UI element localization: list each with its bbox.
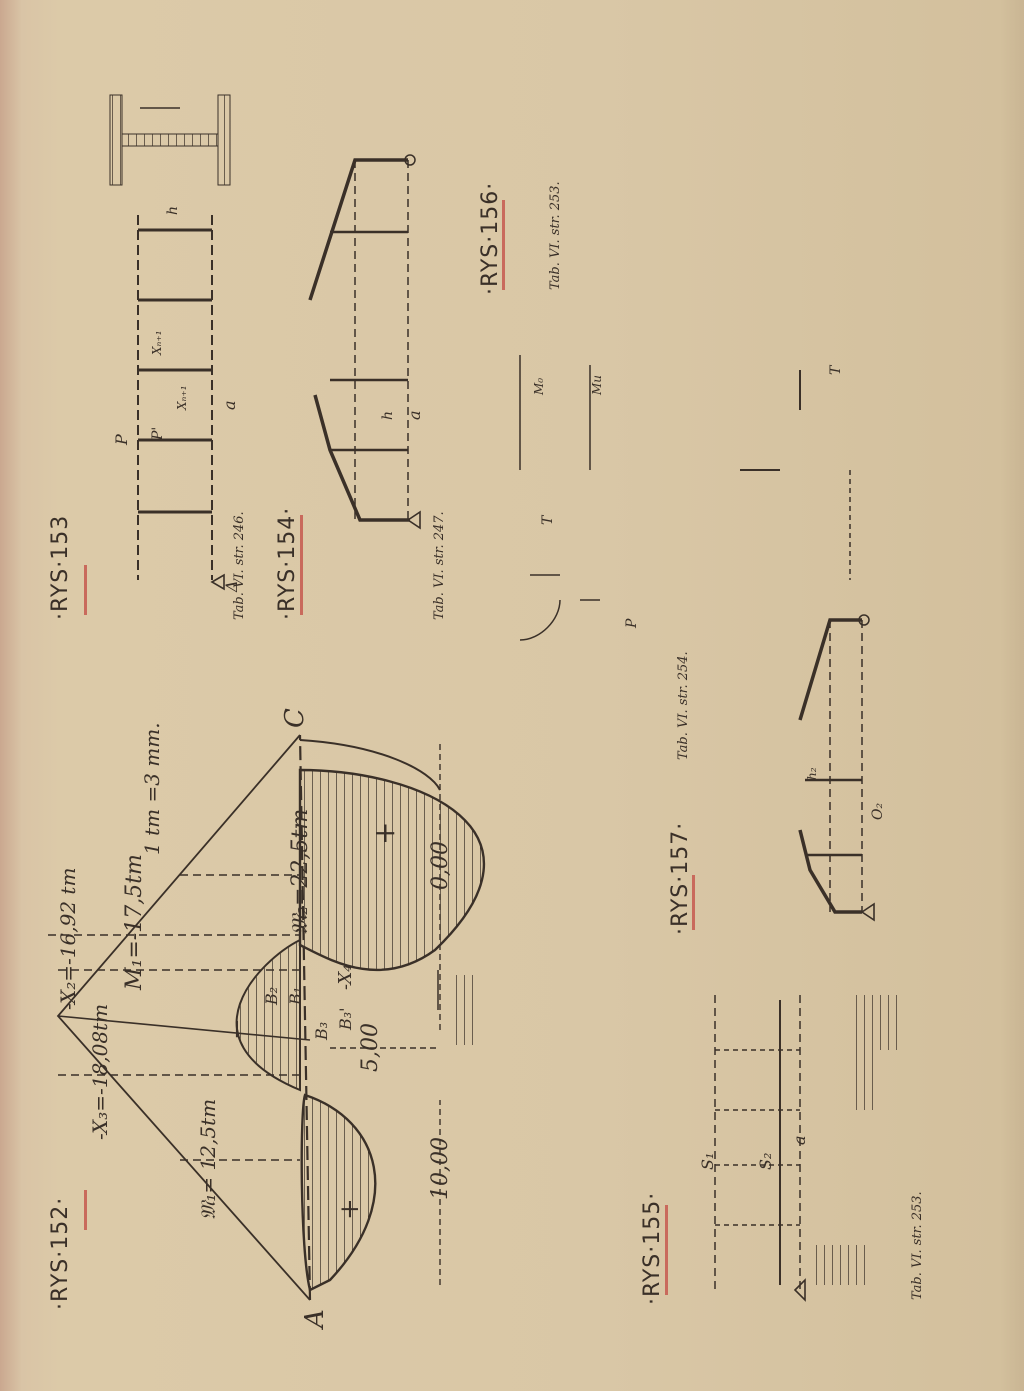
rys155-underline xyxy=(665,1205,668,1295)
rys152-lobe-negative xyxy=(235,938,301,1092)
rys157-h2: h₂ xyxy=(805,767,819,780)
rys157-label: ·RYS·157· xyxy=(668,821,693,935)
rys157-O2: O₂ xyxy=(870,802,886,820)
rys156-underline xyxy=(502,200,505,290)
rys157-ref: Tab. VI. str. 254. xyxy=(676,651,691,760)
rys152-lobe-right xyxy=(298,768,486,972)
rys153-underline xyxy=(84,565,87,615)
rys157-T: T xyxy=(828,365,844,375)
rys152-lobe-left xyxy=(300,1093,377,1292)
rys157-underline xyxy=(692,875,695,930)
rys152-underline xyxy=(84,1190,87,1230)
rys154-underline xyxy=(300,515,303,615)
